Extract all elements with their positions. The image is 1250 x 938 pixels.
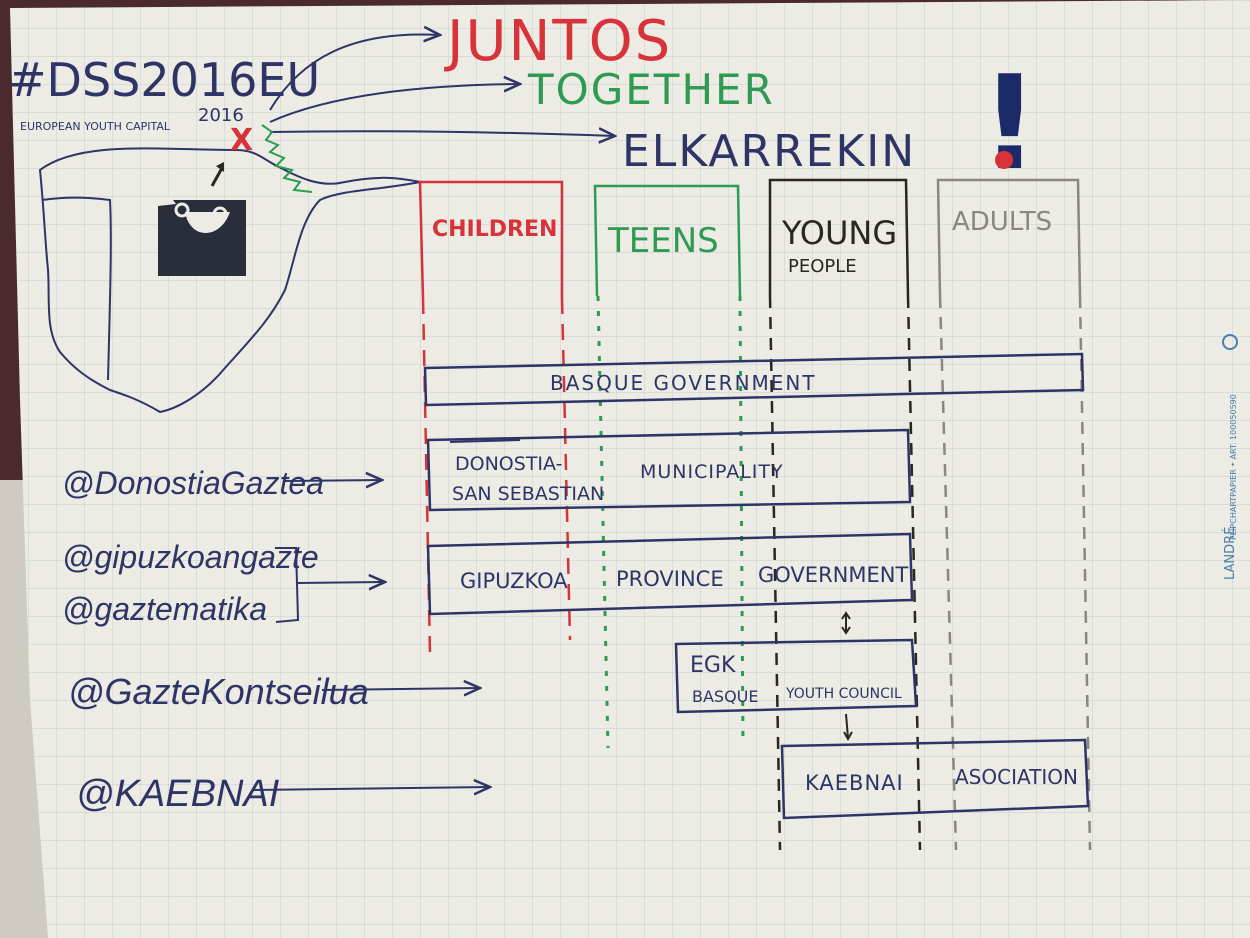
government-label: GOVERNMENT [758,563,908,587]
exclamation-dot [995,151,1013,169]
lifeline-teens-right [738,295,745,747]
handle-gipuzkoa: @gipuzkoangazte [62,539,319,575]
column-children-label: CHILDREN [432,217,557,242]
arrow-kontseilua [321,688,480,690]
lifeline-children-right [560,297,572,641]
subtitle: EUROPEAN YOUTH CAPITAL [20,120,171,133]
map-inner-border [41,196,112,381]
arrow-gipuzkoa [297,582,385,583]
handle-kaebnai: @KAEBNAI [76,773,280,815]
hashtag-title: #DSS2016EU [8,53,320,107]
lifeline-adults-left [938,295,958,851]
paper-brand-strip: LANDRÉ FLIPCHARTPAPIER • ART. 100050590 [1222,334,1238,580]
donostia-line1: DONOSTIA- [455,453,562,475]
donostia-line2: SAN SEBASTIAN [452,483,604,505]
arrow-to-together [269,84,520,123]
map-outline [38,147,421,414]
arrow-donostia [284,480,382,481]
brand-name: LANDRÉ [1222,527,1238,580]
exclamation-mark: ! [980,47,1039,199]
association-label: ASOCIATION [955,765,1078,789]
municipality-label: MUNICIPALITY [640,461,784,483]
lifeline-teens-left [596,295,610,749]
egk-label: EGK [690,653,736,678]
column-children: CHILDREN [418,180,564,299]
arrow-to-juntos [269,34,440,111]
box-basque-government: BASQUE GOVERNMENT [423,352,1085,407]
handle-donostia: @DonostiaGaztea [62,465,324,501]
handle-kontseilua: @GazteKontseilua [68,671,369,712]
box-gipuzkoa-government: GIPUZKOA PROVINCE GOVERNMENT [426,532,914,616]
province-label: PROVINCE [616,567,724,591]
box-donostia-municipality: DONOSTIA- SAN SEBASTIAN MUNICIPALITY [426,428,912,512]
column-young-label: YOUNG [781,214,897,252]
column-teens-label: TEENS [607,221,719,261]
bracket-gipuzkoa [275,547,300,623]
column-adults-label: ADULTS [952,207,1052,237]
lifeline-young-right [906,295,922,851]
box-egk: EGK BASQUE YOUTH COUNCIL [674,638,918,714]
egk-line2-b: YOUTH COUNCIL [785,686,902,702]
column-young-sublabel: PEOPLE [788,256,857,277]
column-teens: TEENS [593,184,742,297]
brand-product: FLIPCHARTPAPIER • ART. 100050590 [1229,394,1238,540]
box-kaebnai: KAEBNAI ASOCIATION [780,738,1090,820]
map-location-marker: X [230,123,253,158]
arrow-to-elkarrekin [269,131,615,136]
coast-waves [261,124,313,193]
connector-province-egk [841,611,851,635]
basque-government-label: BASQUE GOVERNMENT [550,371,817,395]
lifeline-adults-right [1078,295,1092,851]
small-arrow [210,167,224,187]
kaebnai-label: KAEBNAI [805,771,904,795]
brand-logo-icon [1222,334,1238,350]
year: 2016 [198,105,244,126]
word-juntos: JUNTOS [444,9,672,74]
column-adults: ADULTS [936,178,1082,297]
column-young-people: YOUNG PEOPLE [768,178,910,297]
city-logo-icon [158,196,246,276]
gipuzkoa-label: GIPUZKOA [460,569,568,593]
arrow-kaebnai [251,787,490,790]
word-elkarrekin: ELKARREKIN [622,126,916,177]
word-together: TOGETHER [527,65,775,114]
small-arrow-head [216,162,224,172]
lifeline-young-left [768,295,782,851]
handle-gaztematika: @gaztematika [62,591,267,627]
egk-line2-a: BASQUE [692,687,759,706]
connector-egk-kaebnai [843,713,853,742]
